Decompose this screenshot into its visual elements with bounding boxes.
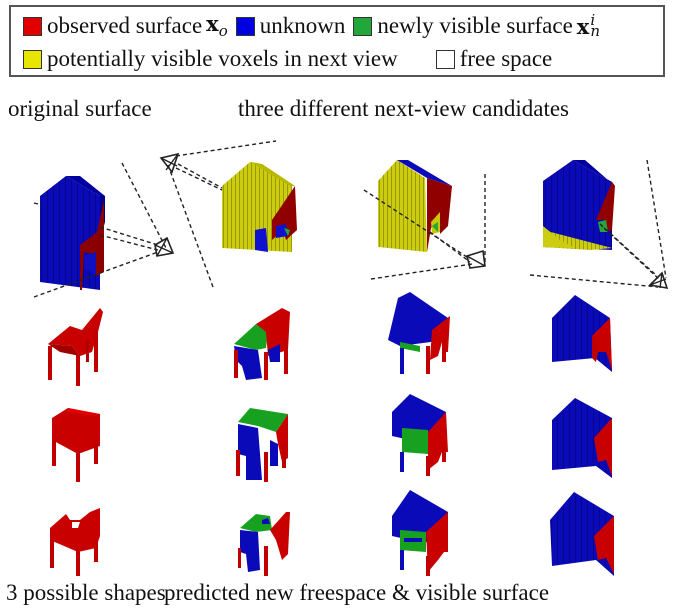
caption-original-surface: original surface [8, 96, 152, 121]
candidate-2-object [378, 160, 452, 252]
shape-3-observed-chair [50, 508, 100, 576]
legend-label: unknown [259, 13, 346, 38]
free-space-swatch [435, 49, 455, 69]
caption-predicted-freespace: predicted new freespace & visible surfac… [164, 580, 550, 605]
potential-swatch [23, 49, 42, 69]
camera-frustum-original [33, 162, 175, 298]
observed-swatch [23, 16, 42, 36]
shape-1-prediction-view-1 [234, 308, 290, 380]
newly-visible-swatch [353, 16, 373, 36]
candidate-3-object [543, 160, 615, 250]
shape-2-observed-chair [52, 408, 100, 482]
caption-possible-shapes: 3 possible shapes [6, 580, 166, 605]
shape-2-prediction-view-2 [392, 394, 448, 476]
shape-3-prediction-view-3 [550, 492, 614, 576]
caption-next-view-candidates: three different next-view candidates [238, 96, 570, 121]
legend-label: free space [459, 46, 553, 71]
legend-label: potentially visible voxels in next view [47, 46, 398, 71]
legend-row-1: observed surface xo unknown newly visibl… [23, 11, 608, 41]
shape-1-prediction-view-2 [388, 292, 450, 374]
legend-item-observed: observed surface xo [23, 11, 228, 41]
shape-3-prediction-view-1 [238, 512, 290, 576]
legend-item-potential: potentially visible voxels in next view [23, 46, 398, 72]
legend-box: observed surface xo unknown newly visibl… [9, 5, 665, 77]
legend-item-free-space: free space [435, 46, 553, 72]
legend-item-unknown: unknown [235, 13, 346, 39]
shape-1-prediction-view-3 [552, 295, 612, 372]
camera-frustum-candidate-1 [159, 140, 277, 288]
shape-2-prediction-view-3 [552, 398, 612, 478]
candidate-1-object [222, 162, 297, 252]
camera-frustum-candidate-2 [363, 174, 486, 280]
unknown-swatch [235, 16, 255, 36]
legend-row-2: potentially visible voxels in next view … [23, 44, 560, 74]
math-symbol-xo: xo [206, 11, 228, 41]
legend-label: observed surface [47, 13, 203, 38]
shape-2-prediction-view-1 [236, 408, 288, 482]
shape-1-observed-chair [48, 308, 103, 386]
shape-3-prediction-view-2 [392, 490, 448, 576]
legend-label: newly visible surface [377, 13, 573, 38]
camera-frustum-candidate-3 [529, 159, 669, 290]
original-surface-object [40, 176, 105, 290]
